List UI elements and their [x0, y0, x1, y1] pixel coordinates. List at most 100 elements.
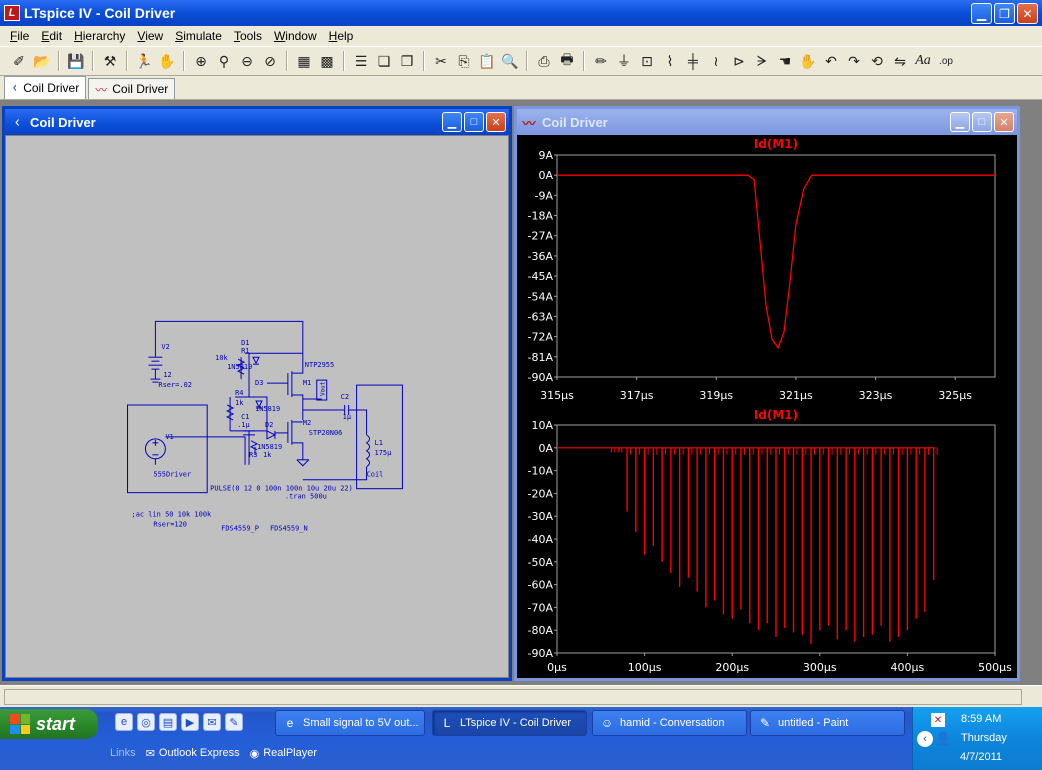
pan-icon[interactable]: ⚲ [218, 52, 230, 69]
menu-view[interactable]: View [137, 29, 164, 43]
schematic-close-button[interactable]: ✕ [486, 112, 506, 132]
link-2[interactable]: ◉RealPlayer [250, 747, 317, 760]
spice-directive-icon[interactable]: .op [939, 55, 953, 67]
waveform-maximize-button[interactable]: □ [972, 112, 992, 132]
label-l1-value: 175µ [375, 449, 393, 457]
menu-window[interactable]: Window [273, 29, 317, 43]
inductor-icon[interactable]: ≀ [713, 52, 719, 69]
clock-day: Thursday [961, 732, 1007, 744]
x-tick-label: 200µs [715, 661, 749, 674]
label-c2-value: 1µ [343, 413, 352, 421]
rotate-icon[interactable]: ⟲ [871, 52, 883, 69]
ltspice-app-icon[interactable]: L [4, 5, 20, 21]
undo-icon[interactable]: ↶ [825, 52, 837, 69]
schematic-window-titlebar[interactable]: ᚲ Coil Driver ▁ □ ✕ [5, 109, 509, 135]
y-tick-label: -54A [528, 290, 554, 303]
cascade-icon[interactable]: ❏ [377, 52, 391, 69]
waveform-plot[interactable]: Id(M1)9A0A-9A-18A-27A-36A-45A-54A-63A-72… [517, 135, 1017, 678]
save-icon[interactable]: 💾 [67, 52, 85, 69]
menu-tools[interactable]: Tools [233, 29, 262, 43]
menu-bar: File Edit Hierarchy View Simulate Tools Window… [0, 26, 1042, 46]
menu-help[interactable]: Help [328, 29, 354, 43]
x-tick-label: 315µs [540, 389, 574, 402]
clock-date: 4/7/2011 [960, 751, 1003, 763]
taskbar-button-3[interactable]: ☺hamid - Conversation [592, 710, 747, 736]
paint-icon[interactable]: ✎ [225, 713, 243, 731]
clock-time[interactable]: 8:59 AM [961, 713, 1002, 725]
diode-icon[interactable]: ⊳ [733, 52, 745, 69]
menu-edit[interactable]: Edit [41, 29, 63, 43]
redo-icon[interactable]: ↷ [848, 52, 860, 69]
menu-file[interactable]: File [10, 29, 30, 43]
browser-icon[interactable]: ◎ [137, 713, 155, 731]
quick-launch: e ◎ ▤ ▶ ✉ ✎ [115, 713, 243, 731]
text-icon[interactable]: Aa [915, 53, 931, 68]
new-schematic-icon[interactable]: ✐ [13, 52, 25, 69]
waveform-minimize-button[interactable]: ▁ [950, 112, 970, 132]
label-net-icon[interactable]: ⊡ [641, 52, 653, 69]
component-icon[interactable]: ᗒ [756, 52, 768, 69]
cut-icon[interactable]: ✂ [435, 52, 447, 69]
schematic-window[interactable]: ᚲ Coil Driver ▁ □ ✕ [2, 106, 512, 681]
x-tick-label: 317µs [620, 389, 654, 402]
find-icon[interactable]: 🔍 [501, 52, 519, 69]
messenger-icon[interactable]: ✉ [203, 713, 221, 731]
wire-icon[interactable]: ✏ [595, 52, 607, 69]
label-fds-p: FDS4559_P [221, 525, 259, 533]
tile-vertical-icon[interactable]: ❐ [400, 52, 414, 69]
y-tick-label: -80A [528, 624, 554, 637]
control-panel-icon[interactable]: ⚒ [103, 52, 117, 69]
user-icon[interactable]: 👤 [935, 731, 952, 746]
print-setup-icon[interactable]: ⎙ [538, 52, 550, 69]
menu-hierarchy[interactable]: Hierarchy [74, 29, 126, 43]
autorange-icon[interactable]: ▦ [297, 52, 311, 69]
copy-icon[interactable]: ⎘ [458, 52, 470, 69]
trace-label: Id(M1) [754, 137, 798, 151]
drag-icon[interactable]: ✋ [799, 52, 817, 69]
tab-schematic[interactable]: ᚲ Coil Driver [4, 76, 87, 99]
print-icon[interactable]: 🖶 [560, 51, 574, 67]
link-1[interactable]: ✉Outlook Express [146, 747, 240, 760]
ground-icon[interactable]: ⏚ [617, 53, 631, 69]
schematic-maximize-button[interactable]: □ [464, 112, 484, 132]
restore-button[interactable]: ❐ [994, 3, 1015, 24]
security-alert-icon[interactable]: ✕ [931, 713, 945, 727]
show-hidden-icons-icon[interactable]: ‹ [917, 731, 933, 747]
grid-icon[interactable]: ▩ [320, 52, 334, 69]
folder-icon[interactable]: ▤ [159, 713, 177, 731]
resistor-icon[interactable]: ⌇ [666, 52, 674, 69]
zoom-fit-icon[interactable]: ⊘ [264, 52, 276, 69]
menu-simulate[interactable]: Simulate [175, 29, 222, 43]
label-d1: D1 [241, 339, 249, 347]
label-fds-n: FDS4559_N [270, 525, 308, 533]
y-tick-label: -70A [528, 601, 554, 614]
waveform-window-titlebar[interactable]: 〰 Coil Driver ▁ □ ✕ [517, 109, 1017, 135]
zoom-out-icon[interactable]: ⊖ [241, 52, 253, 69]
internet-explorer-icon[interactable]: e [115, 713, 133, 731]
tile-icon[interactable]: ☰ [354, 52, 368, 69]
start-button[interactable]: start [0, 709, 98, 739]
minimize-button[interactable]: ▁ [971, 3, 992, 24]
mirror-icon[interactable]: ⇋ [894, 52, 906, 69]
open-icon[interactable]: 📂 [33, 52, 51, 69]
y-tick-label: -60A [528, 579, 554, 592]
halt-icon[interactable]: ✋ [158, 52, 176, 69]
taskbar-button-4[interactable]: ✎untitled - Paint [750, 710, 905, 736]
move-icon[interactable]: ☚ [778, 52, 792, 69]
media-player-icon[interactable]: ▶ [181, 713, 199, 731]
schematic-canvas[interactable]: V2 12 Rser=.02 D1 R1 10k 1N5819 D3 R4 1k… [5, 135, 509, 678]
y-tick-label: 0A [538, 169, 553, 182]
tab-waveform[interactable]: 〰 Coil Driver [88, 78, 176, 99]
zoom-in-icon[interactable]: ⊕ [195, 52, 207, 69]
run-icon[interactable]: 🏃 [135, 52, 153, 69]
close-button[interactable]: ✕ [1017, 3, 1038, 24]
label-m2: M2 [303, 419, 311, 427]
schematic-minimize-button[interactable]: ▁ [442, 112, 462, 132]
capacitor-icon[interactable]: ╪ [688, 53, 698, 69]
waveform-close-button[interactable]: ✕ [994, 112, 1014, 132]
paste-icon[interactable]: 📋 [478, 52, 496, 69]
